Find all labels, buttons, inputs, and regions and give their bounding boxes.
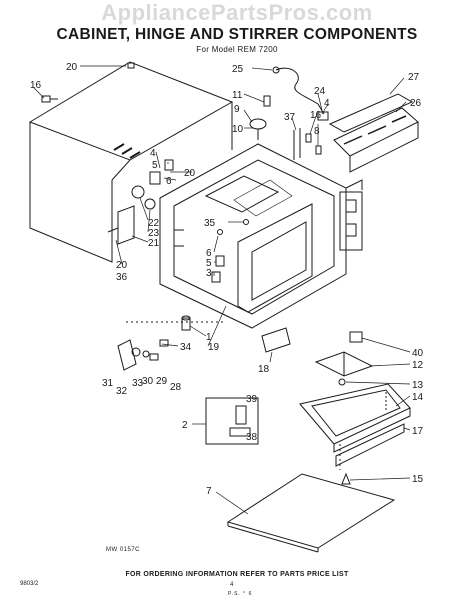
callout-14: 14 [412, 392, 424, 403]
callout-20-top: 20 [66, 62, 78, 73]
document-id: 9803/2 [20, 581, 39, 587]
callout-34: 34 [180, 342, 192, 353]
ordering-footer: FOR ORDERING INFORMATION REFER TO PARTS … [125, 571, 349, 578]
bracket-group-drawing [205, 397, 259, 445]
latch-assembly-drawing [117, 321, 226, 371]
stirrer-cover-drawing [328, 93, 419, 173]
callout-15: 15 [412, 474, 424, 485]
site-watermark: AppliancePartsPros.com [101, 0, 373, 25]
model-subtitle: For Model REM 7200 [196, 45, 278, 54]
screw-20-top-drawing [127, 62, 135, 69]
callout-16-right: 16 [310, 110, 322, 121]
callout-6-mid: 6 [206, 248, 212, 259]
callout-16-left: 16 [30, 80, 42, 91]
callout-17: 17 [412, 426, 424, 437]
callout-13: 13 [412, 380, 424, 391]
callout-8: 8 [314, 126, 320, 137]
callout-22: 22 [148, 218, 160, 229]
callout-5-mid: 5 [206, 258, 212, 269]
callout-11: 11 [232, 90, 243, 101]
callout-28: 28 [170, 382, 182, 393]
callout-1: 1 [206, 332, 212, 343]
callout-37: 37 [284, 112, 296, 123]
callout-9: 9 [234, 104, 240, 115]
callout-19: 19 [208, 342, 220, 353]
screw-16-drawing [41, 95, 58, 103]
callout-36: 36 [116, 272, 128, 283]
callout-21: 21 [148, 238, 160, 249]
leader-lines [33, 65, 411, 515]
callout-27: 27 [408, 72, 420, 83]
callout-10: 10 [232, 124, 244, 135]
diagram-title: CABINET, HINGE AND STIRRER COMPONENTS [56, 26, 418, 43]
printed-mark: P.S. ° 6 [228, 591, 253, 597]
callout-35: 35 [204, 218, 216, 229]
callout-4-left: 4 [150, 148, 156, 159]
callout-38: 38 [246, 432, 258, 443]
callout-3: 3 [206, 268, 212, 279]
outer-cabinet-drawing [28, 61, 234, 263]
callout-labels: 20 16 25 27 26 11 24 4 9 10 37 8 16 4 5 … [30, 62, 424, 497]
callout-23: 23 [148, 228, 160, 239]
hinge-bracket-drawing [107, 159, 174, 245]
callout-30: 30 [142, 376, 154, 387]
page-number: 4 [230, 582, 234, 588]
callout-20-lower: 20 [116, 260, 128, 271]
callout-40: 40 [412, 348, 424, 359]
stirrer-blade-drawing [314, 331, 374, 386]
callout-12: 12 [412, 360, 424, 371]
callout-25: 25 [232, 64, 244, 75]
callout-20-mid: 20 [184, 168, 196, 179]
callout-4-right: 4 [324, 98, 330, 109]
oven-cavity-drawing [159, 128, 363, 329]
callout-26: 26 [410, 98, 422, 109]
callout-39: 39 [246, 394, 258, 405]
callout-32: 32 [116, 386, 128, 397]
callout-2: 2 [182, 420, 188, 431]
tray-frame-drawing [299, 383, 411, 470]
cavity-fasteners-drawing [211, 219, 249, 283]
bottom-plate-drawing [226, 472, 396, 553]
callout-5-left: 5 [152, 160, 158, 171]
foot-1-drawing [181, 315, 191, 331]
callout-29: 29 [156, 376, 168, 387]
callout-6-left: 6 [166, 176, 172, 187]
callout-31: 31 [102, 378, 114, 389]
callout-7: 7 [206, 486, 212, 497]
figure-code: MW 0157C [106, 547, 141, 553]
callout-33: 33 [132, 378, 144, 389]
callout-18: 18 [258, 364, 270, 375]
panel-18-drawing [261, 327, 291, 353]
stirrer-motor-drawing [249, 95, 322, 155]
callout-24: 24 [314, 86, 326, 97]
